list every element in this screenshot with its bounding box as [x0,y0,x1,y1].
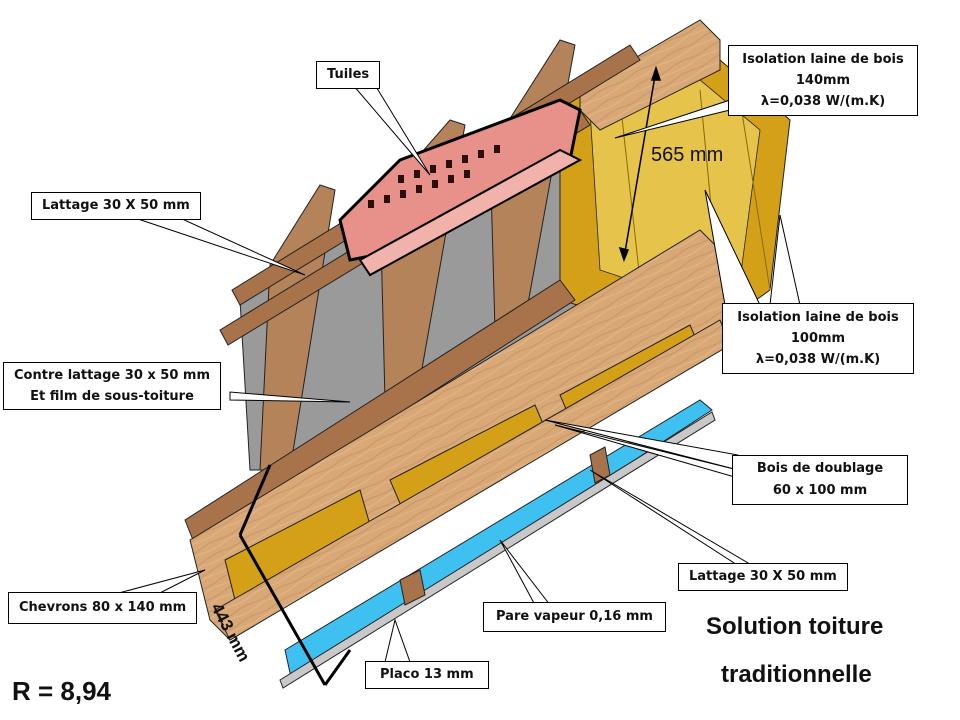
callout-tuiles: Tuiles [316,61,381,89]
callout-contre-lattage-line2: Et film de sous-toiture [30,389,194,404]
callout-lattage-top: Lattage 30 X 50 mm [31,192,201,220]
callout-bois-doublage-line2: 60 x 100 mm [772,483,868,498]
callout-isolation-100: Isolation laine de bois 100mm λ=0,038 W/… [722,303,914,374]
callout-pare-vapeur: Pare vapeur 0,16 mm [483,602,666,632]
callout-tuiles-text: Tuiles [327,67,370,82]
callout-chevrons: Chevrons 80 x 140 mm [8,592,198,624]
callout-placo-text: Placo 13 mm [380,667,474,682]
callout-bois-doublage: Bois de doublage 60 x 100 mm [732,455,908,505]
callout-lattage-top-text: Lattage 30 X 50 mm [42,198,190,213]
callout-isolation-100-line2: 100mm [790,331,846,346]
callout-contre-lattage: Contre lattage 30 x 50 mm Et film de sou… [3,362,222,410]
callout-isolation-140: Isolation laine de bois 140mm λ=0,038 W/… [728,45,918,116]
callout-isolation-140-line2: 140mm [795,73,851,88]
resistance-value: R = 8,94 [12,676,112,706]
callout-chevrons-text: Chevrons 80 x 140 mm [19,600,187,615]
dimension-443 [238,464,352,686]
dimension-565-label: 565 mm [651,144,724,166]
callout-contre-lattage-line1: Contre lattage 30 x 50 mm [14,368,211,383]
callout-placo: Placo 13 mm [365,661,489,689]
diagram-title-line1: Solution toiture [706,613,884,640]
callout-isolation-100-line1: Isolation laine de bois [737,310,899,325]
callout-lattage-bottom-text: Lattage 30 X 50 mm [689,569,837,584]
callout-lattage-bottom: Lattage 30 X 50 mm [678,563,848,591]
callout-isolation-100-line3: λ=0,038 W/(m.K) [755,352,881,367]
lower-battens [399,446,611,606]
callout-bois-doublage-line1: Bois de doublage [756,461,884,476]
diagram-title-line2: traditionnelle [721,661,872,688]
callout-isolation-140-line3: λ=0,038 W/(m.K) [760,94,886,109]
roof-tiles [338,98,583,277]
callout-isolation-140-line1: Isolation laine de bois [742,52,904,67]
callout-pare-vapeur-text: Pare vapeur 0,16 mm [496,609,653,624]
dimension-565 [618,65,662,263]
callout-leaders [99,84,801,663]
